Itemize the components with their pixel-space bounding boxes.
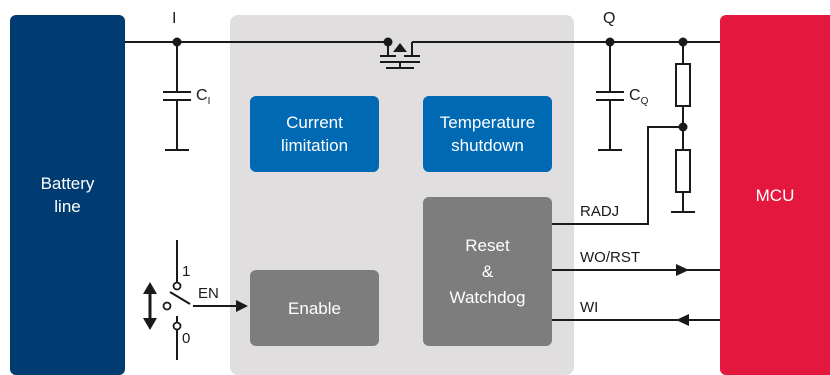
junction-dot [383, 37, 393, 47]
current-limitation-label-1: Current [286, 113, 343, 132]
pin-label-wo-rst: WO/RST [580, 249, 640, 266]
pin-label-wi: WI [580, 299, 599, 316]
reset-watchdog-label-2: & [481, 261, 494, 281]
junction-dot [605, 37, 615, 47]
output-capacitor-icon [596, 42, 624, 151]
temperature-shutdown-label-2: shutdown [451, 136, 524, 155]
battery-line-label-2: line [54, 197, 81, 216]
pin-label-output: Q [603, 10, 616, 27]
capacitor-cq-sub: Q [640, 96, 649, 108]
switch-contact-0 [172, 321, 182, 331]
wi-arrow-icon [676, 314, 689, 326]
switch-pivot [162, 301, 172, 311]
switch-contact-1 [172, 281, 182, 291]
switch-pos-1-label: 1 [182, 263, 191, 280]
reset-watchdog-label-3: Watchdog [449, 287, 526, 307]
pin-label-en: EN [198, 285, 219, 302]
capacitor-cq-label: CQ [629, 87, 648, 107]
pin-label-input: I [172, 10, 177, 27]
pin-label-radj: RADJ [580, 203, 620, 220]
junction-dot [172, 37, 182, 47]
temperature-shutdown-label-1: Temperature [439, 113, 536, 132]
mosfet-diode-icon [393, 43, 407, 52]
temperature-shutdown-block: Temperature shutdown [423, 96, 552, 172]
capacitor-ci-main: C [196, 87, 208, 104]
battery-line-block: Battery line [10, 15, 125, 375]
reset-watchdog-label-1: Reset [465, 235, 510, 255]
enable-block: Enable [250, 270, 379, 346]
mcu-label: MCU [755, 185, 795, 205]
capacitor-ci-label: CI [196, 87, 210, 107]
capacitor-cq-main: C [629, 87, 641, 104]
mcu-block: MCU [720, 15, 830, 375]
radj-wire [551, 126, 683, 225]
current-limitation-label-2: limitation [280, 136, 349, 155]
wo-rst-arrow-icon [676, 264, 689, 276]
switch-pos-0-label: 0 [182, 330, 191, 347]
capacitor-ci-sub: I [207, 96, 211, 108]
current-limitation-block: Current limitation [250, 96, 379, 172]
junction-dot [678, 122, 688, 132]
battery-line-label-1: Battery [40, 174, 95, 193]
enable-label: Enable [288, 298, 341, 318]
reset-watchdog-block: Reset & Watchdog [423, 197, 552, 346]
switch-double-arrow-icon [143, 282, 157, 330]
input-capacitor-icon [163, 42, 191, 151]
junction-dot [678, 37, 688, 47]
en-arrow-icon [236, 300, 248, 312]
